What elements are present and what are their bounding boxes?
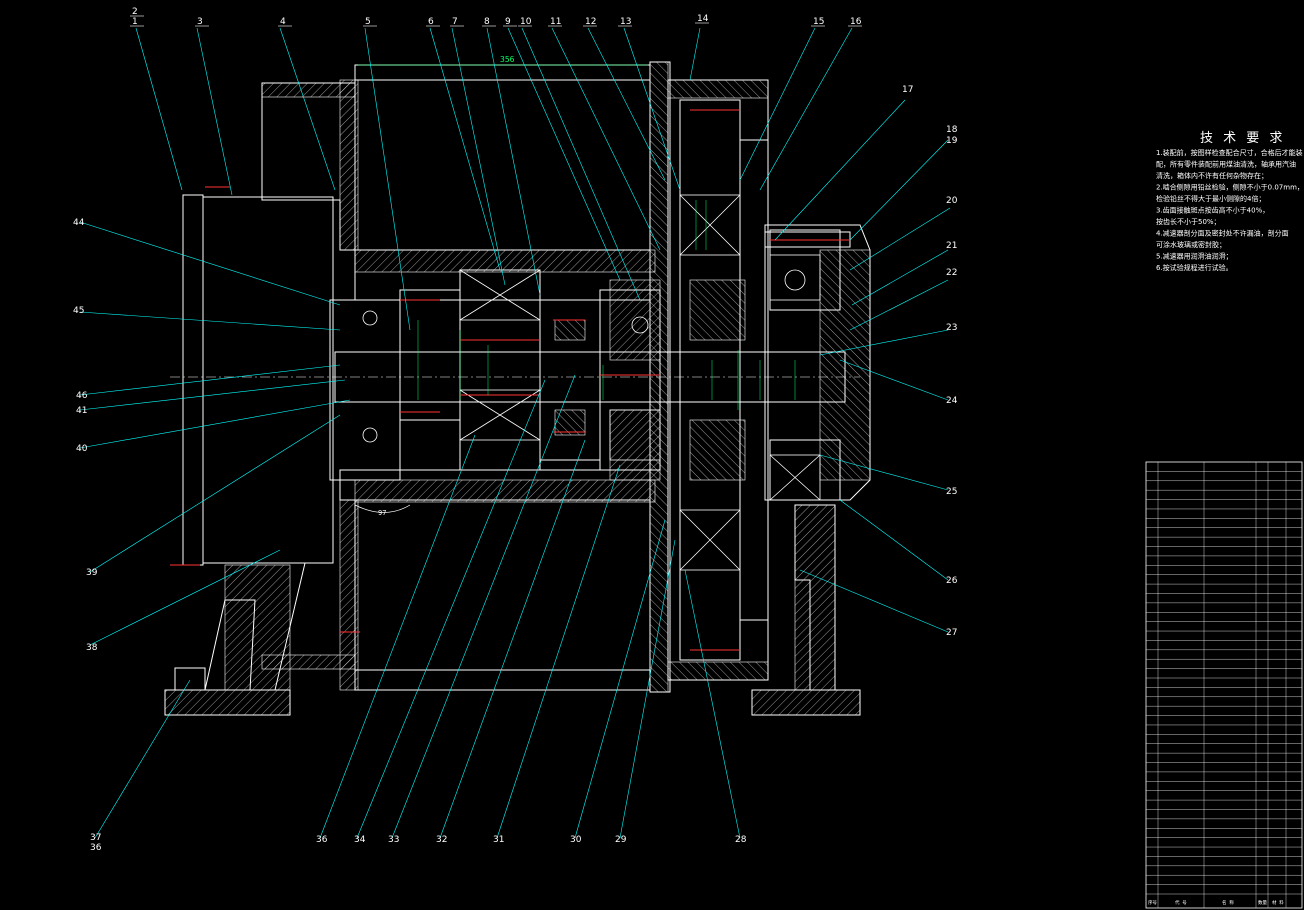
part-label-bottom: 33 bbox=[388, 835, 399, 845]
part-label-right: 26 bbox=[946, 576, 958, 586]
part-label-top: 7 bbox=[452, 17, 458, 27]
part-label-bottom: 36 bbox=[316, 835, 328, 845]
part-label-top: 12 bbox=[585, 17, 596, 27]
part-label-top: 2 bbox=[132, 7, 138, 17]
red-accents bbox=[170, 109, 850, 651]
part-label-top: 15 bbox=[813, 17, 824, 27]
part-label-bottom: 34 bbox=[354, 835, 366, 845]
part-label-top: 14 bbox=[697, 14, 709, 24]
section-hatching bbox=[164, 61, 871, 716]
part-label-right: 20 bbox=[946, 196, 958, 206]
tech-requirement-line: 6.按试验规程进行试验。 bbox=[1156, 263, 1233, 272]
part-label-top: 13 bbox=[620, 17, 631, 27]
part-label-top: 11 bbox=[550, 17, 561, 27]
top-dimension-line: 356 97 bbox=[354, 55, 648, 517]
table-frame bbox=[1145, 461, 1303, 909]
part-label-right: 24 bbox=[946, 396, 958, 406]
part-label-top: 1 bbox=[132, 17, 138, 27]
tech-requirement-line: 3.齿面接触斑点按齿高不小于40%， bbox=[1156, 206, 1269, 215]
part-label-right: 23 bbox=[946, 323, 957, 333]
part-label-left: 44 bbox=[73, 218, 85, 228]
part-label-left: 37 bbox=[90, 833, 101, 843]
tech-requirement-line: 按齿长不小于50%； bbox=[1156, 217, 1221, 226]
part-label-right: 18 bbox=[946, 125, 958, 135]
part-label-right: 27 bbox=[946, 628, 957, 638]
part-label-bottom: 28 bbox=[735, 835, 747, 845]
part-label-left: 46 bbox=[76, 391, 88, 401]
tech-requirement-line: 检验铅丝不得大于最小侧隙的4倍； bbox=[1156, 194, 1265, 203]
table-footer-cell: 材 料 bbox=[1272, 899, 1284, 906]
part-label-left: 36 bbox=[90, 843, 102, 853]
part-label-top: 4 bbox=[280, 17, 286, 27]
part-label-left: 39 bbox=[86, 568, 98, 578]
part-label-bottom: 31 bbox=[493, 835, 504, 845]
part-label-right: 25 bbox=[946, 487, 957, 497]
tech-requirements-title: 技 术 要 求 bbox=[1200, 131, 1285, 146]
part-label-right: 22 bbox=[946, 268, 957, 278]
tech-requirement-line: 清洗，箱体内不许有任何杂物存在； bbox=[1156, 171, 1268, 180]
part-label-top: 10 bbox=[520, 17, 532, 27]
part-label-top: 6 bbox=[428, 17, 434, 27]
table-footer-cell: 名 称 bbox=[1222, 899, 1234, 906]
part-label-top: 3 bbox=[197, 17, 203, 27]
part-label-left: 45 bbox=[73, 306, 84, 316]
part-label-top: 8 bbox=[484, 17, 490, 27]
part-label-left: 38 bbox=[86, 643, 98, 653]
part-label-right: 17 bbox=[902, 85, 913, 95]
part-label-bottom: 30 bbox=[570, 835, 582, 845]
table-footer-cell: 序号 bbox=[1148, 899, 1157, 906]
part-label-top: 9 bbox=[505, 17, 511, 27]
part-label-left: 41 bbox=[76, 406, 87, 416]
part-label-right: 19 bbox=[946, 136, 958, 146]
part-label-top: 5 bbox=[365, 17, 371, 27]
angle-dimension-value: 97 bbox=[378, 509, 386, 517]
table-footer-cell: 代 号 bbox=[1175, 899, 1187, 906]
part-label-bottom: 29 bbox=[615, 835, 627, 845]
part-label-right: 21 bbox=[946, 241, 957, 251]
part-label-left: 40 bbox=[76, 444, 88, 454]
table-footer-cell: 数量 bbox=[1258, 899, 1267, 906]
tech-requirement-line: 5.减速器用润滑油润滑； bbox=[1156, 252, 1233, 261]
part-label-top: 16 bbox=[850, 17, 862, 27]
tech-requirement-line: 2.啮合侧隙用铅丝检验，侧隙不小于0.07mm， bbox=[1156, 183, 1304, 192]
tech-requirement-line: 可涂水玻璃或密封胶； bbox=[1156, 240, 1226, 249]
bearings bbox=[362, 194, 821, 571]
leader-lines bbox=[79, 27, 951, 839]
tech-requirements-lines: 1.装配前，按图样检查配合尺寸，合格后才能装配，所有零件装配前用煤油清洗，轴承用… bbox=[1156, 148, 1304, 272]
inner-dimensions bbox=[417, 200, 796, 410]
parts-table: 序号 代 号 名 称 数量材 料 bbox=[1145, 461, 1303, 909]
tech-requirement-line: 4.减速器剖分面及密封处不许漏油，剖分面 bbox=[1156, 229, 1289, 238]
technical-requirements: 技 术 要 求 1.装配前，按图样检查配合尺寸，合格后才能装配，所有零件装配前用… bbox=[1156, 131, 1304, 272]
part-label-bottom: 32 bbox=[436, 835, 447, 845]
tech-requirement-line: 配，所有零件装配前用煤油清洗，轴承用汽油 bbox=[1156, 160, 1296, 169]
tech-requirement-line: 1.装配前，按图样检查配合尺寸，合格后才能装 bbox=[1156, 148, 1303, 157]
top-dimension-value: 356 bbox=[500, 55, 515, 64]
